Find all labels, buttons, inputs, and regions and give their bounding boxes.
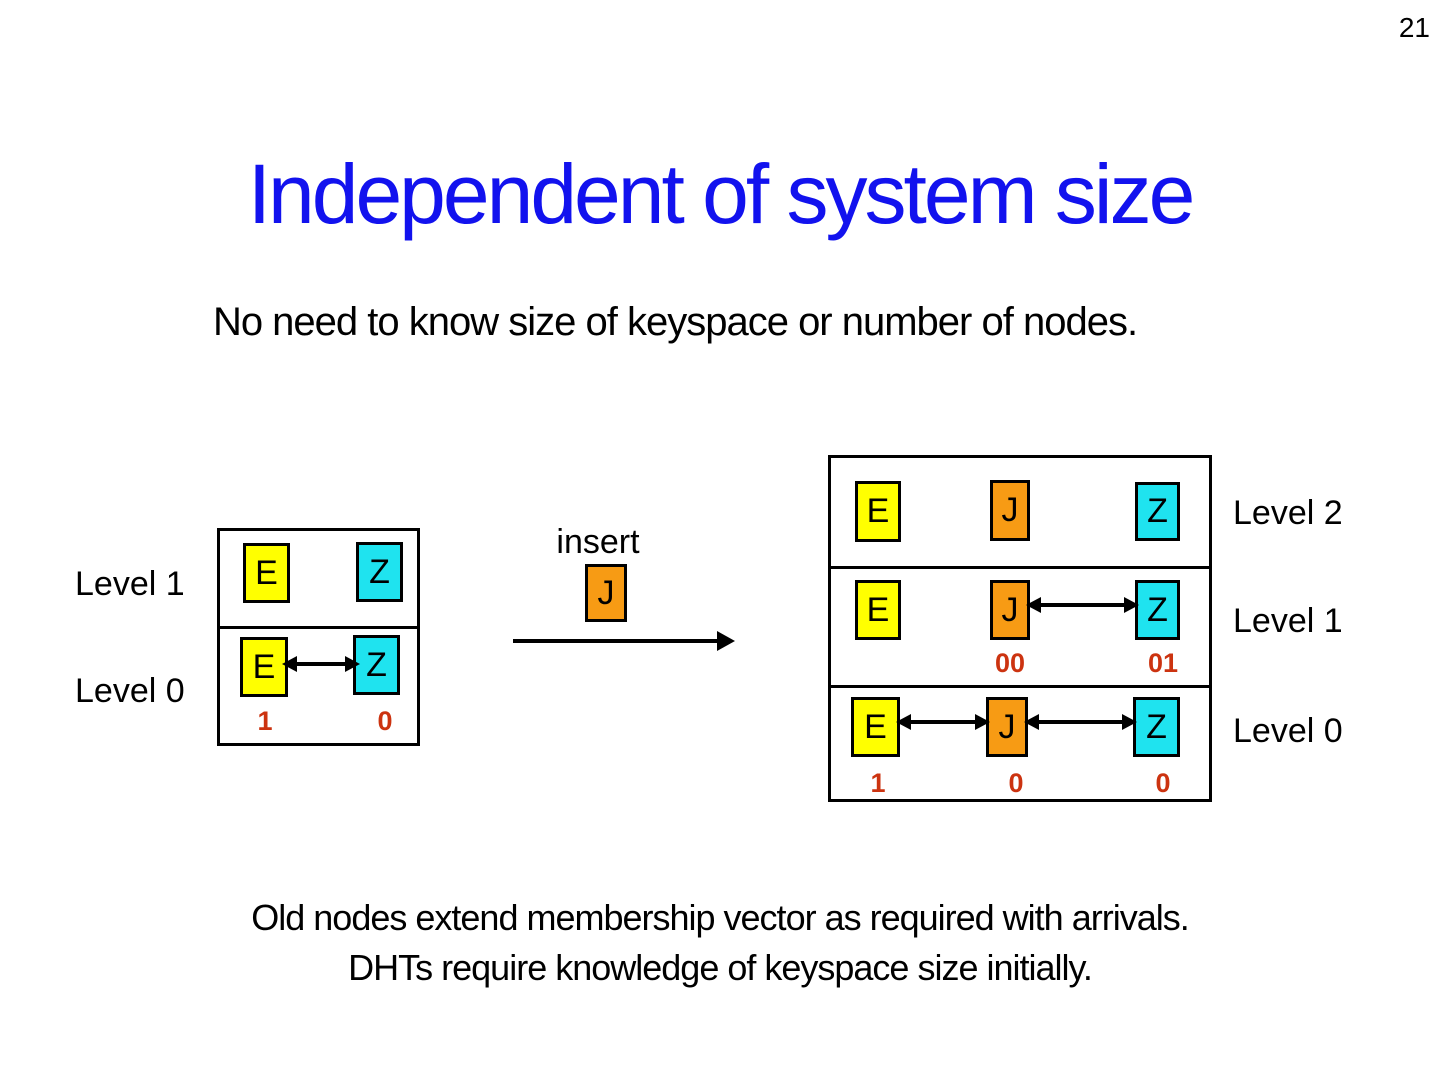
right-label-level-0: Level 0 (1233, 712, 1343, 750)
right-l1-node-e: E (855, 580, 901, 640)
right-diagram-box: E J Z E J Z 00 01 E J Z 1 0 0 (828, 455, 1212, 802)
right-l2-node-e: E (855, 481, 901, 542)
right-l0-digit-z: 0 (1155, 768, 1171, 798)
right-l1-digit-z: 01 (1147, 648, 1179, 678)
right-label-level-1: Level 1 (1233, 602, 1343, 640)
right-diagram-divider-2 (831, 685, 1209, 688)
right-l1-node-j: J (990, 580, 1030, 640)
slide-title: Independent of system size (247, 147, 1196, 241)
left-l0-digit-e: 1 (257, 706, 273, 736)
right-l0-node-e: E (851, 697, 900, 757)
right-l0-arrow-e-j (896, 714, 990, 730)
right-l1-arrow-j-z (1026, 597, 1139, 613)
subtitle: No need to know size of keyspace or numb… (212, 300, 1138, 344)
right-l2-node-z: Z (1135, 482, 1180, 541)
left-label-level-0: Level 0 (75, 672, 185, 710)
left-diagram-divider (220, 626, 417, 629)
right-l0-node-j: J (986, 697, 1028, 757)
right-l0-digit-e: 1 (870, 768, 886, 798)
left-l0-arrow-e-z (282, 656, 360, 672)
insert-arrow (513, 631, 735, 651)
insert-label: insert (556, 523, 640, 561)
left-l0-node-e: E (240, 637, 288, 697)
right-l0-arrow-j-z (1024, 714, 1137, 730)
page-number: 21 (1398, 12, 1430, 43)
left-diagram-box: E Z E Z 1 0 (217, 528, 420, 746)
insert-node-j: J (585, 564, 627, 622)
right-l0-node-z: Z (1133, 697, 1180, 757)
right-l1-node-z: Z (1135, 580, 1180, 640)
right-l2-node-j: J (990, 480, 1030, 541)
left-l0-node-z: Z (353, 635, 400, 695)
left-l0-digit-z: 0 (377, 706, 393, 736)
right-l1-digit-j: 00 (994, 648, 1026, 678)
left-l1-node-z: Z (356, 542, 403, 602)
left-label-level-1: Level 1 (75, 565, 185, 603)
right-diagram-divider-1 (831, 566, 1209, 569)
footer-text: Old nodes extend membership vector as re… (0, 893, 1440, 993)
right-label-level-2: Level 2 (1233, 494, 1343, 532)
left-l1-node-e: E (243, 543, 290, 603)
right-l0-digit-j: 0 (1008, 768, 1024, 798)
footer-line-2: DHTs require knowledge of keyspace size … (348, 947, 1093, 988)
footer-line-1: Old nodes extend membership vector as re… (251, 897, 1189, 938)
